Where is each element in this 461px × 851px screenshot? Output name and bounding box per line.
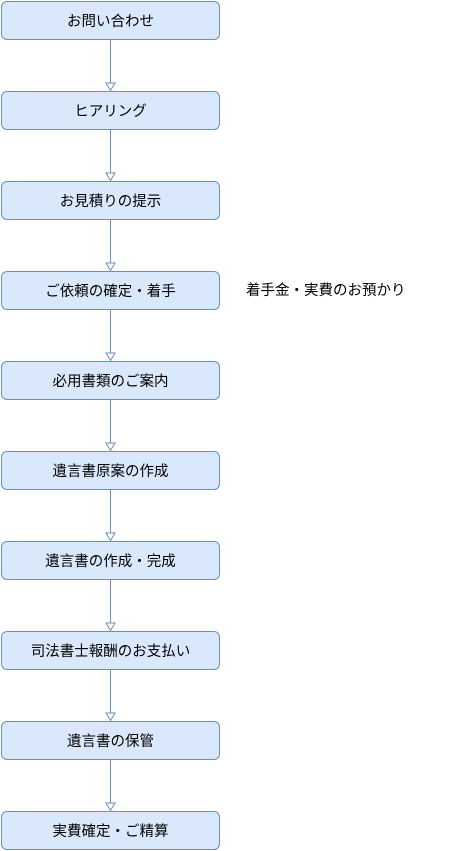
arrow-head-1: [105, 82, 116, 92]
deposit-note: 着手金・実費のお預かり: [246, 283, 406, 299]
step-hearing: ヒアリング: [1, 91, 220, 130]
arrow-head-7: [105, 622, 116, 632]
arrow-head-5: [105, 442, 116, 452]
step-payment: 司法書士報酬のお支払い: [1, 631, 220, 670]
step-documents-guide-label: 必用書類のご案内: [52, 374, 169, 390]
step-complete: 遺言書の作成・完成: [1, 541, 220, 580]
step-inquiry: お問い合わせ: [1, 1, 220, 40]
step-complete-label: 遺言書の作成・完成: [45, 554, 176, 570]
arrow-head-9: [105, 802, 116, 812]
arrow-head-4: [105, 352, 116, 362]
arrow-head-6: [105, 532, 116, 542]
step-inquiry-label: お問い合わせ: [67, 14, 154, 30]
step-storage-label: 遺言書の保管: [67, 734, 154, 750]
step-settlement: 実費確定・ご精算: [1, 811, 220, 850]
step-draft-label: 遺言書原案の作成: [52, 464, 169, 480]
step-storage: 遺言書の保管: [1, 721, 220, 760]
step-confirm-start-label: ご依頼の確定・着手: [45, 284, 176, 300]
step-estimate: お見積りの提示: [1, 181, 220, 220]
arrow-head-2: [105, 172, 116, 182]
step-hearing-label: ヒアリング: [74, 104, 147, 120]
step-documents-guide: 必用書類のご案内: [1, 361, 220, 400]
step-settlement-label: 実費確定・ご精算: [52, 824, 169, 840]
arrow-head-3: [105, 262, 116, 272]
step-draft: 遺言書原案の作成: [1, 451, 220, 490]
step-estimate-label: お見積りの提示: [59, 194, 162, 210]
arrow-head-8: [105, 712, 116, 722]
step-confirm-start: ご依頼の確定・着手: [1, 271, 220, 310]
step-payment-label: 司法書士報酬のお支払い: [30, 644, 191, 660]
